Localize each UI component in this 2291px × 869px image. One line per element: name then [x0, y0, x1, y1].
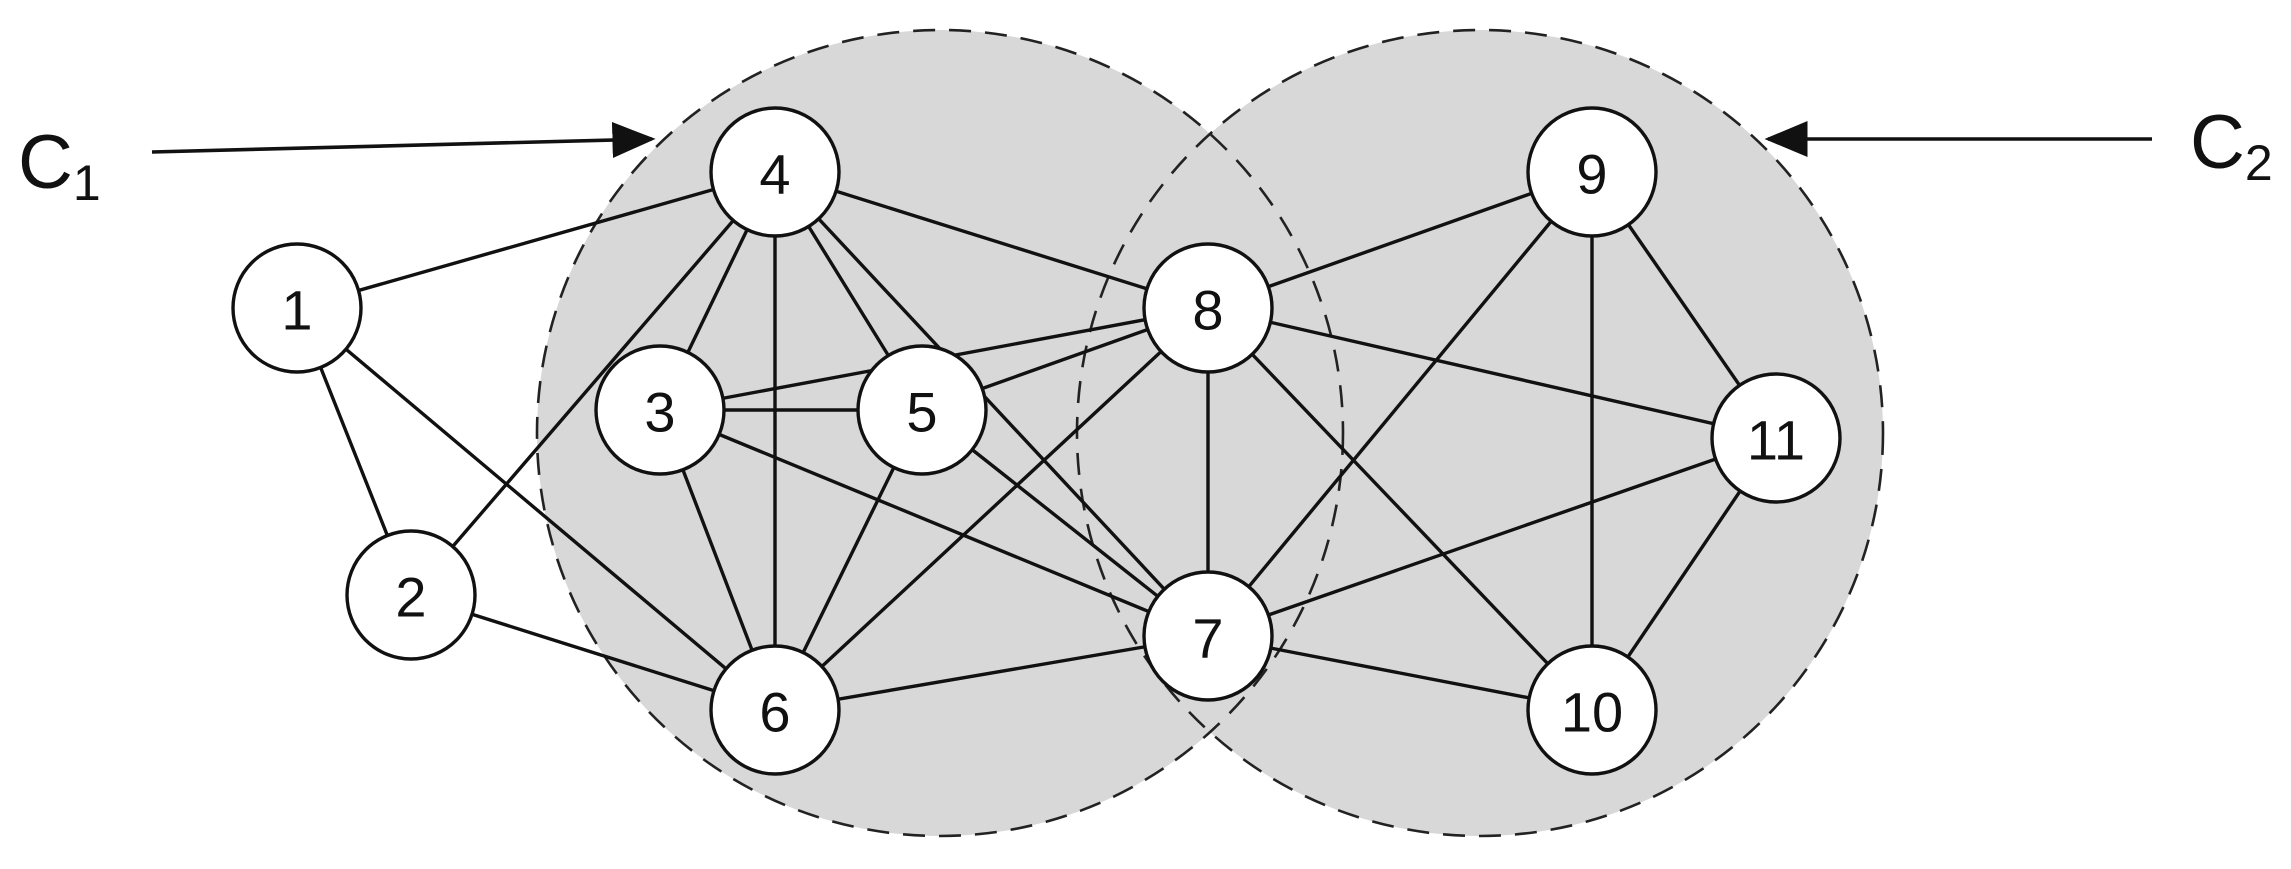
node-circle-6 — [709, 644, 841, 776]
graph-nodes: 1 2 3 4 5 6 7 8 9 10 11 — [231, 106, 1842, 776]
node-2: 2 — [345, 529, 477, 661]
node-circle-10 — [1526, 644, 1658, 776]
node-7: 7 — [1142, 570, 1274, 702]
cluster-label-c1: C1 — [18, 120, 656, 211]
node-label-4: 4 — [759, 143, 790, 206]
node-label-1: 1 — [281, 279, 312, 342]
node-label-2: 2 — [395, 566, 426, 629]
cluster-label-c2: C2 — [1764, 100, 2273, 191]
node-3: 3 — [594, 344, 726, 476]
node-label-6: 6 — [759, 681, 790, 744]
node-circle-7 — [1142, 570, 1274, 702]
edge-2-4 — [409, 170, 777, 597]
node-label-5: 5 — [906, 381, 937, 444]
edge-6-8 — [773, 306, 1210, 712]
community-c2-region — [1077, 30, 1883, 836]
node-11: 11 — [1710, 372, 1842, 504]
node-label-3: 3 — [644, 381, 675, 444]
cluster-c1-arrow — [151, 122, 656, 159]
edge-4-7 — [773, 170, 1210, 638]
edge-8-9 — [1206, 170, 1594, 310]
node-10: 10 — [1526, 644, 1658, 776]
node-circle-8 — [1142, 242, 1274, 374]
node-4: 4 — [709, 106, 841, 238]
node-6: 6 — [709, 644, 841, 776]
edge-4-8 — [773, 170, 1210, 310]
edge-6-7 — [773, 634, 1210, 712]
node-label-10: 10 — [1561, 681, 1623, 744]
community-outlines — [535, 28, 1885, 838]
edge-1-4 — [295, 170, 777, 310]
edge-1-6 — [295, 306, 777, 712]
cluster-c2-text: C2 — [2190, 100, 2273, 191]
edge-8-10 — [1206, 306, 1594, 712]
node-8: 8 — [1142, 242, 1274, 374]
node-circle-4 — [709, 106, 841, 238]
node-circle-3 — [594, 344, 726, 476]
node-label-8: 8 — [1192, 279, 1223, 342]
edge-3-7 — [658, 408, 1210, 638]
node-label-9: 9 — [1576, 143, 1607, 206]
edge-7-9 — [1206, 170, 1594, 638]
cluster-c1-text: C1 — [18, 120, 101, 211]
node-circle-11 — [1710, 372, 1842, 504]
node-label-7: 7 — [1192, 607, 1223, 670]
node-circle-1 — [231, 242, 363, 374]
node-circle-2 — [345, 529, 477, 661]
community-c2-outline — [1075, 28, 1885, 838]
node-label-11: 11 — [1747, 409, 1805, 472]
edge-8-11 — [1206, 306, 1778, 440]
node-1: 1 — [231, 242, 363, 374]
node-circle-5 — [856, 344, 988, 476]
node-5: 5 — [856, 344, 988, 476]
edge-7-11 — [1206, 436, 1778, 638]
node-9: 9 — [1526, 106, 1658, 238]
community-c1-outline — [535, 28, 1345, 838]
node-circle-9 — [1526, 106, 1658, 238]
